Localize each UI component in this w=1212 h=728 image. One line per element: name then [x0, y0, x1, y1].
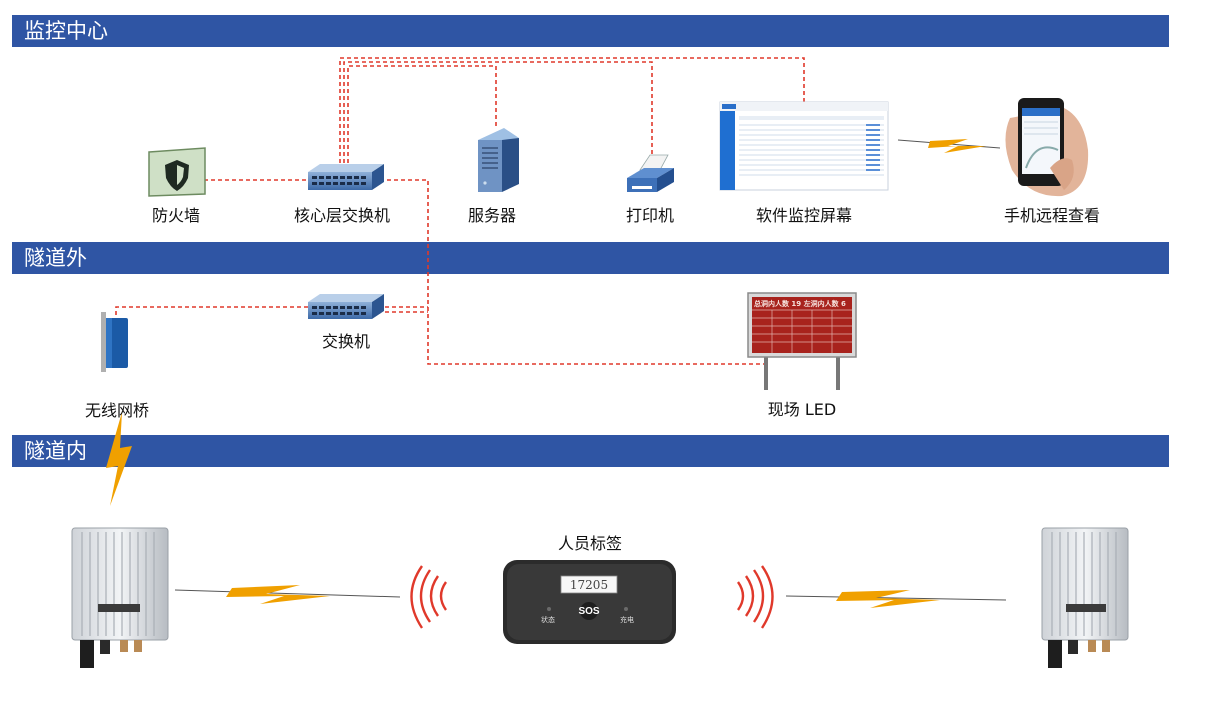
switch-icon	[308, 294, 384, 319]
left-radio-link-icon	[174, 585, 401, 604]
section-band-inside-tunnel: 隧道内	[12, 435, 1169, 467]
right-radio-link-icon	[785, 590, 1007, 608]
wireless-link-icon	[897, 139, 1001, 153]
phone-icon	[1005, 98, 1089, 197]
tag-id-text: 17205	[570, 578, 608, 592]
led-board-icon	[747, 292, 857, 390]
firewall-label: 防火墙	[151, 206, 200, 225]
tag-charge-text: 充电	[620, 615, 634, 624]
personnel-tag-label: 人员标签	[557, 534, 622, 553]
left-reader-icon	[71, 527, 169, 668]
wireless-bridge-icon	[101, 312, 128, 372]
wireless-bridge-label: 无线网桥	[84, 401, 149, 420]
firewall-icon	[148, 147, 206, 197]
right-reader-icon	[1041, 527, 1129, 668]
led-board-text: 总洞内人数 19 左洞内人数 6	[754, 299, 846, 308]
signal-waves-left-icon	[410, 565, 447, 629]
signal-waves-right-icon	[737, 565, 774, 629]
section-band-outside-tunnel: 隧道外	[12, 242, 1169, 274]
tag-status-text: 状态	[541, 615, 555, 624]
monitor-screen-icon	[719, 101, 889, 191]
personnel-tag-icon	[503, 560, 676, 644]
led-label: 现场 LED	[767, 400, 837, 419]
network-links	[115, 57, 805, 365]
phone-remote-label: 手机远程查看	[1003, 206, 1100, 225]
monitor-screen-label: 软件监控屏幕	[755, 206, 852, 225]
core-switch-label: 核心层交换机	[293, 206, 390, 225]
core-switch-icon	[308, 164, 384, 190]
printer-label: 打印机	[625, 206, 674, 225]
switch-label: 交换机	[321, 332, 370, 351]
bridge-lightning-icon	[106, 412, 132, 506]
server-label: 服务器	[467, 206, 516, 225]
server-icon	[478, 128, 519, 192]
printer-icon	[627, 154, 674, 192]
tag-sos-text: SOS	[578, 606, 599, 617]
section-band-monitor-center: 监控中心	[12, 15, 1169, 47]
